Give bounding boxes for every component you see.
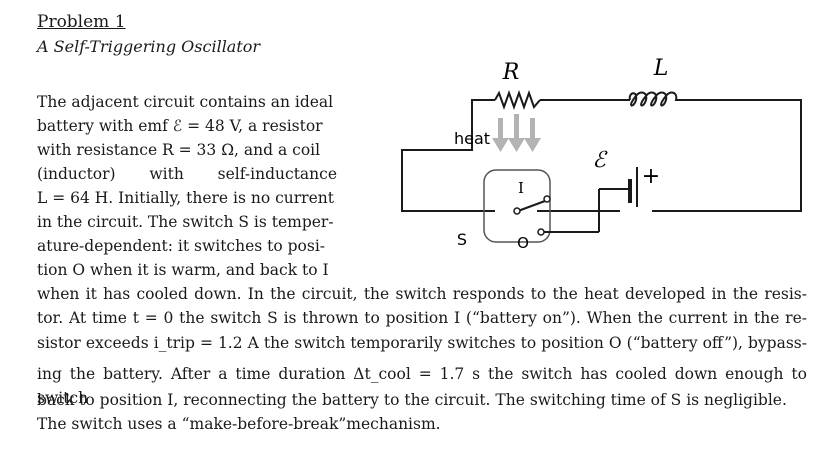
problem-number: Problem 1 xyxy=(37,12,126,32)
body-line: sistor exceeds i_trip = 1.2 A the switch… xyxy=(37,334,807,352)
body-line: ing the battery. After a time duration Δ… xyxy=(37,365,807,407)
intro-line: battery with emf ℰ = 48 V, a resistor xyxy=(37,117,323,135)
intro-line: (inductor) with self-inductance xyxy=(37,165,337,183)
intro-line: L = 64 H. Initially, there is no current xyxy=(37,189,334,207)
heat-label: heat xyxy=(454,129,490,148)
body-line: The switch uses a “make-before-break”mec… xyxy=(37,415,441,433)
resistor-zigzag xyxy=(494,90,541,110)
switch-contact-i xyxy=(543,195,551,203)
body-line: when it has cooled down. In the circuit,… xyxy=(37,285,807,303)
problem-title: A Self-Triggering Oscillator xyxy=(37,37,261,56)
intro-line: in the circuit. The switch S is temper- xyxy=(37,213,334,231)
body-line: back to position I, reconnecting the bat… xyxy=(37,391,787,409)
circuit-diagram: R L ℰ heat S I O + xyxy=(401,56,802,252)
circuit-wires xyxy=(401,99,802,212)
switch-label: S xyxy=(457,230,467,249)
intro-line: ature-dependent: it switches to posi- xyxy=(37,237,326,255)
emf-label: ℰ xyxy=(592,148,608,173)
battery-plus-label: + xyxy=(642,164,660,189)
body-line: tor. At time t = 0 the switch S is throw… xyxy=(37,309,807,327)
switch-position-i-label: I xyxy=(518,179,524,197)
resistor-label: R xyxy=(502,60,520,85)
inductor-label: L xyxy=(653,56,669,81)
switch-housing xyxy=(483,169,551,243)
inductor-coil xyxy=(628,91,690,107)
intro-line: The adjacent circuit contains an ideal xyxy=(37,93,334,111)
intro-line: with resistance R = 33 Ω, and a coil xyxy=(37,141,321,159)
heat-arrows xyxy=(492,114,541,152)
battery-symbol xyxy=(599,167,652,216)
switch-contact-o xyxy=(537,228,545,236)
switch-pivot xyxy=(513,207,521,215)
switch-position-o-label: O xyxy=(517,234,529,252)
intro-line: tion O when it is warm, and back to I xyxy=(37,261,329,279)
